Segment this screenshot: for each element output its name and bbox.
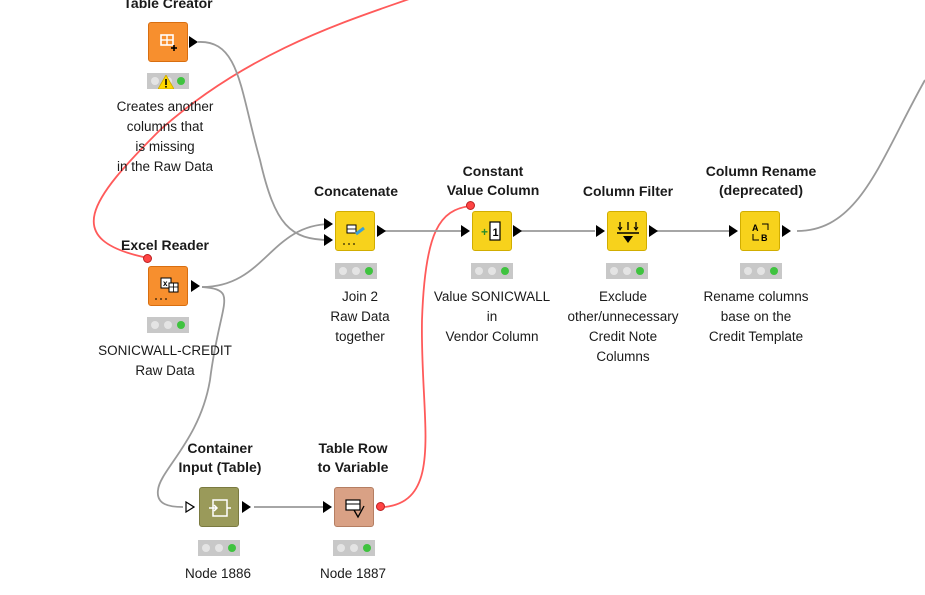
node-title: Table Row to Variable: [317, 440, 389, 475]
node-annotation: Creates another columns that is missing …: [116, 99, 214, 174]
output-port[interactable]: [189, 36, 198, 48]
data-connection[interactable]: [197, 41, 331, 241]
column-rename-icon: A B: [752, 223, 769, 243]
warning-icon[interactable]: [158, 75, 174, 89]
variable-connection[interactable]: [384, 205, 471, 508]
node-title: Container Input (Table): [178, 440, 262, 475]
node-status-indicator: [740, 263, 782, 279]
node-title: Concatenate: [313, 183, 399, 199]
table-creator-node[interactable]: [148, 22, 188, 62]
data-connection[interactable]: [201, 223, 331, 288]
column-filter-icon: [617, 222, 639, 243]
svg-text:A: A: [752, 223, 759, 233]
svg-text:B: B: [761, 233, 768, 243]
node-status-indicator: [471, 263, 513, 279]
input-port[interactable]: [324, 218, 333, 230]
node-annotation: Value SONICWALL in Vendor Column: [433, 289, 551, 344]
column-rename-node[interactable]: A B: [740, 211, 780, 251]
node-title: Table Creator: [123, 0, 213, 11]
excel-reader-node[interactable]: x: [148, 266, 188, 306]
container-input-icon: [209, 499, 231, 517]
output-port[interactable]: [782, 225, 791, 237]
node-annotation: Node 1887: [319, 566, 387, 581]
node-status-indicator: [606, 263, 648, 279]
node-status-indicator: [333, 540, 375, 556]
table-plus-icon: [160, 34, 177, 51]
node-title: Column Rename (deprecated): [705, 163, 817, 198]
output-port[interactable]: [513, 225, 522, 237]
node-status-indicator: [198, 540, 240, 556]
node-annotation: Rename columns base on the Credit Templa…: [703, 289, 809, 344]
node-title: Constant Value Column: [446, 163, 540, 198]
node-annotation: Join 2 Raw Data together: [330, 289, 390, 344]
flow-variable-port[interactable]: [376, 502, 385, 511]
input-port[interactable]: [729, 225, 738, 237]
constant-column-icon: + 1: [481, 221, 501, 241]
data-connection[interactable]: [796, 79, 925, 232]
concatenate-icon: [343, 224, 365, 245]
variable-connection[interactable]: [92, 0, 412, 259]
output-port[interactable]: [377, 225, 386, 237]
excel-reader-icon: x: [155, 277, 179, 300]
flow-variable-port[interactable]: [466, 201, 475, 210]
table-row-to-variable-node[interactable]: [334, 487, 374, 527]
flow-variable-port[interactable]: [143, 254, 152, 263]
node-status-indicator: [335, 263, 377, 279]
node-annotation: Exclude other/unnecessary Credit Note Co…: [567, 289, 679, 364]
concatenate-node[interactable]: [335, 211, 375, 251]
node-status-indicator: [147, 317, 189, 333]
svg-text:1: 1: [493, 227, 499, 239]
input-port-hollow[interactable]: [185, 501, 195, 513]
node-title: Excel Reader: [121, 237, 209, 253]
input-port[interactable]: [596, 225, 605, 237]
constant-value-column-node[interactable]: + 1: [472, 211, 512, 251]
node-annotation: SONICWALL-CREDIT Raw Data: [98, 343, 232, 378]
output-port[interactable]: [191, 280, 200, 292]
svg-text:+: +: [481, 225, 488, 239]
node-annotation: Node 1886: [184, 566, 252, 581]
input-port[interactable]: [324, 234, 333, 246]
data-connection[interactable]: [157, 286, 226, 508]
column-filter-node[interactable]: [607, 211, 647, 251]
row-to-variable-icon: [345, 499, 365, 519]
input-port[interactable]: [461, 225, 470, 237]
output-port[interactable]: [242, 501, 251, 513]
input-port[interactable]: [323, 501, 332, 513]
output-port[interactable]: [649, 225, 658, 237]
svg-text:x: x: [163, 279, 168, 288]
node-title: Column Filter: [582, 183, 674, 199]
container-input-node[interactable]: [199, 487, 239, 527]
